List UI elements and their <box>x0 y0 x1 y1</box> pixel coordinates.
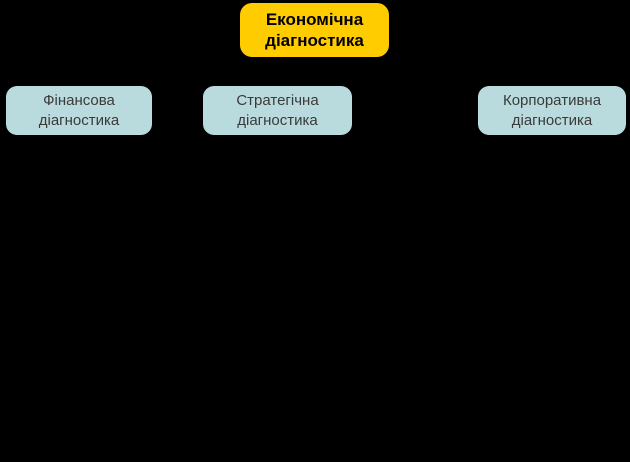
node-economic-diagnostics: Економічна діагностика <box>240 3 389 57</box>
node-strategic-diagnostics: Стратегічна діагностика <box>203 86 352 135</box>
node-financial-diagnostics-label: Фінансова діагностика <box>38 91 120 129</box>
node-financial-diagnostics: Фінансова діагностика <box>6 86 152 135</box>
node-corporate-diagnostics-label: Корпоративна діагностика <box>502 91 602 129</box>
node-corporate-diagnostics: Корпоративна діагностика <box>478 86 626 135</box>
node-strategic-diagnostics-label: Стратегічна діагностика <box>236 91 319 129</box>
node-economic-diagnostics-label: Економічна діагностика <box>265 10 364 50</box>
